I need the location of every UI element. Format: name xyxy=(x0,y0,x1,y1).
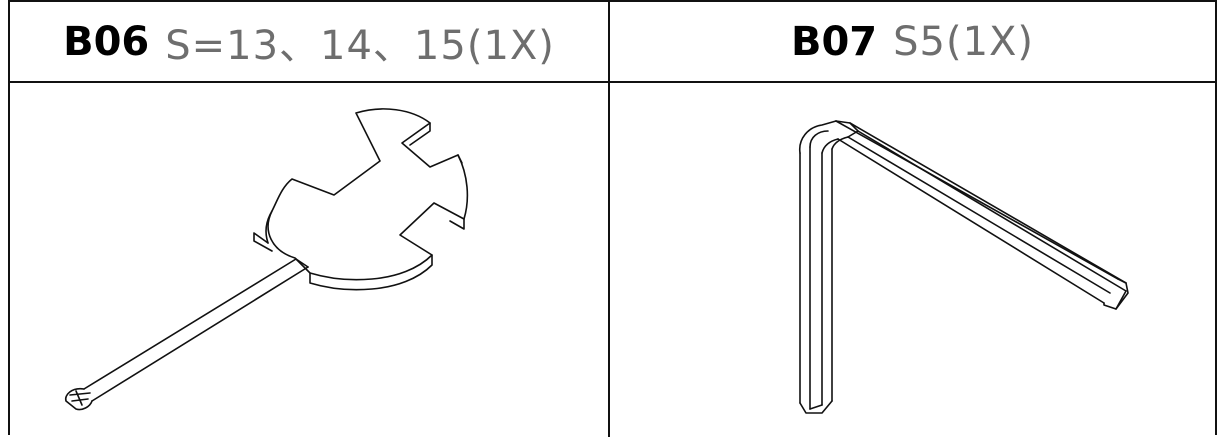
part-cell-b07: B07 S5(1X) xyxy=(610,2,1215,437)
hex-key-icon xyxy=(798,120,1129,414)
part-cell-b06: B06 S=13、14、15(1X) xyxy=(10,2,610,437)
part-header-b07: B07 S5(1X) xyxy=(610,2,1215,83)
part-code: B06 xyxy=(63,18,150,65)
part-header-b06: B06 S=13、14、15(1X) xyxy=(10,2,608,83)
cross-wrench-screwdriver-icon xyxy=(64,108,469,411)
part-code: B07 xyxy=(790,18,878,65)
part-illustration-b06 xyxy=(10,83,608,437)
part-spec: S5(1X) xyxy=(893,18,1035,65)
part-spec: S=13、14、15(1X) xyxy=(165,22,555,69)
parts-table: B06 S=13、14、15(1X) xyxy=(8,0,1217,437)
part-illustration-b07 xyxy=(610,83,1215,437)
